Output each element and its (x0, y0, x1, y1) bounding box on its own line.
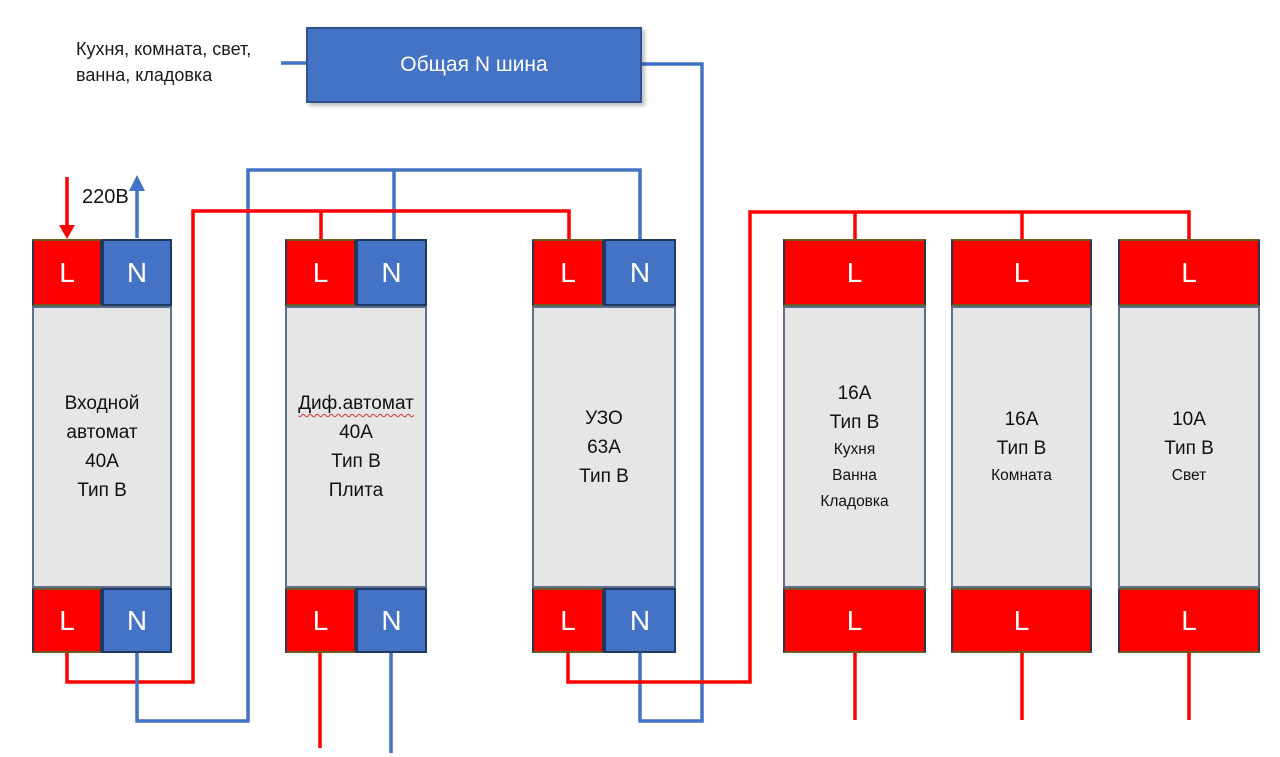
breaker-label: 16А Тип В (996, 409, 1047, 459)
input-phase-arrow-icon (59, 177, 75, 239)
l-terminal-top: L (285, 239, 356, 306)
nbus-to-rcd-neutral-wire (638, 62, 704, 723)
n-terminal-bottom: N (604, 588, 676, 653)
l-terminal-bottom: L (1118, 588, 1260, 653)
l-terminal-top: L (32, 239, 102, 306)
n-bus-box: Общая N шина (306, 27, 642, 103)
l-terminal-top: L (1118, 239, 1260, 306)
bottom-terminals: L N (32, 588, 172, 653)
breaker-label: 10А Тип В (1164, 409, 1214, 459)
top-terminals: L (951, 239, 1092, 306)
n-bus-note: Кухня, комната, свет, ванна, кладовка (76, 39, 252, 85)
top-terminals: L (783, 239, 926, 306)
output-neutral-arrow-icon (129, 175, 145, 238)
breaker-body: Диф.автомат 40А Тип В Плита (285, 306, 427, 588)
top-terminals: L N (285, 239, 427, 306)
n-bus-label: Общая N шина (400, 53, 548, 76)
n-terminal-top: N (604, 239, 676, 306)
l-terminal-bottom: L (285, 588, 356, 653)
breaker-rcd: L N УЗО 63А Тип В L N (532, 239, 676, 653)
top-terminals: L (1118, 239, 1260, 306)
n-terminal-top: N (356, 239, 427, 306)
l-terminal-bottom: L (783, 588, 926, 653)
l-terminal-bottom: L (532, 588, 604, 653)
l-terminal-top: L (951, 239, 1092, 306)
breaker-16a-room: L 16А Тип В Комната L (951, 239, 1092, 653)
top-terminals: L N (32, 239, 172, 306)
phase-bus-right-wire (566, 210, 1191, 684)
breaker-body: УЗО 63А Тип В (532, 306, 676, 588)
breaker-diff-stove: L N Диф.автомат 40А Тип В Плита L N (285, 239, 427, 653)
bottom-terminals: L (783, 588, 926, 653)
breaker-label: 40А Тип В Плита (328, 422, 384, 501)
phase-wires (65, 209, 1191, 748)
breaker-input: L N Входной автомат 40А Тип В L N (32, 239, 172, 653)
breaker-label: Входной автомат 40А Тип В (64, 393, 140, 501)
breaker-body: 16А Тип В Кухня Ванна Кладовка (783, 306, 926, 588)
breaker-sublabel: Свет (1171, 467, 1207, 484)
bottom-terminals: L N (285, 588, 427, 653)
n-terminal-top: N (102, 239, 172, 306)
l-terminal-bottom: L (951, 588, 1092, 653)
breaker-10a-light: L 10А Тип В Свет L (1118, 239, 1260, 653)
breaker-body: 10А Тип В Свет (1118, 306, 1260, 588)
bottom-terminals: L N (532, 588, 676, 653)
breaker-16a-kitchen: L 16А Тип В Кухня Ванна Кладовка L (783, 239, 926, 653)
input-voltage-label: 220В (82, 186, 129, 208)
n-terminal-bottom: N (356, 588, 427, 653)
top-terminals: L N (532, 239, 676, 306)
l-terminal-top: L (532, 239, 604, 306)
input-neutral-loop-wire (135, 450, 250, 723)
phase-bus-left-wire (65, 209, 571, 684)
breaker-body: 16А Тип В Комната (951, 306, 1092, 588)
breaker-body: Входной автомат 40А Тип В (32, 306, 172, 588)
breaker-sublabel: Комната (991, 467, 1052, 484)
neutral-wires (246, 61, 704, 753)
n-terminal-bottom: N (102, 588, 172, 653)
neutral-bus-wire (246, 168, 642, 450)
l-terminal-top: L (783, 239, 926, 306)
breaker-label-underlined: Диф.автомат (298, 393, 414, 414)
breaker-label: 16А Тип В (829, 383, 880, 433)
bottom-terminals: L (951, 588, 1092, 653)
l-terminal-bottom: L (32, 588, 102, 653)
bottom-terminals: L (1118, 588, 1260, 653)
breaker-sublabel: Кухня Ванна Кладовка (820, 441, 889, 510)
breaker-label: УЗО 63А Тип В (579, 407, 629, 487)
